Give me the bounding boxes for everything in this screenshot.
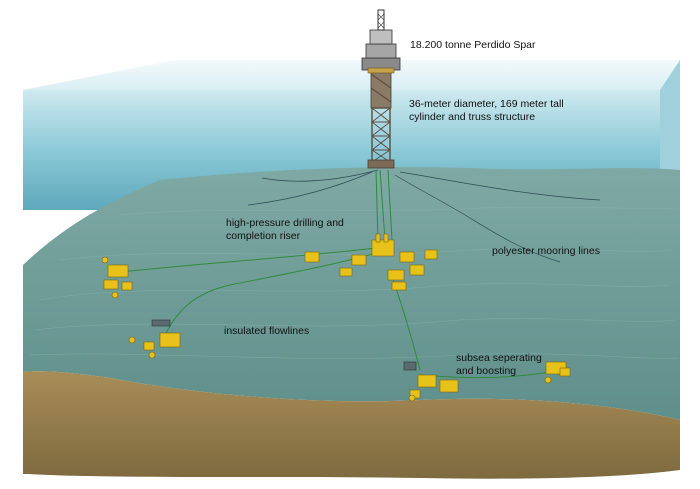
label-subsea-line2: and boosting <box>456 365 517 377</box>
sediment-layer <box>23 371 680 479</box>
label-subsea-line1: subsea seperating <box>456 352 542 364</box>
left-well-cluster <box>101 256 133 299</box>
central-manifold-cluster <box>304 233 438 291</box>
sea-surface <box>23 60 680 90</box>
west-manifold-cluster <box>128 319 181 359</box>
mooring-lines <box>247 169 601 263</box>
label-spar: 18.200 tonne Perdido Spar <box>410 39 536 51</box>
seafloor <box>23 167 680 420</box>
label-mooring: polyester mooring lines <box>492 245 600 257</box>
label-riser-line2: completion riser <box>226 230 301 242</box>
subsea-separating-cluster <box>403 361 459 402</box>
spar-hull <box>367 67 395 169</box>
label-cylinder-line1: 36-meter diameter, 169 meter tall <box>409 98 564 110</box>
east-manifold-cluster <box>544 361 571 384</box>
label-riser-line1: high-pressure drilling and <box>226 217 344 229</box>
seafloor-texture <box>29 206 679 359</box>
spar-platform-icon <box>361 9 401 74</box>
label-cylinder-line2: cylinder and truss structure <box>409 111 536 123</box>
label-cylinder: 36-meter diameter, 169 meter tall cylind… <box>409 98 564 124</box>
label-subsea: subsea seperating and boosting <box>456 352 542 378</box>
label-flowlines: insulated flowlines <box>224 325 310 337</box>
label-riser: high-pressure drilling and completion ri… <box>226 217 344 243</box>
